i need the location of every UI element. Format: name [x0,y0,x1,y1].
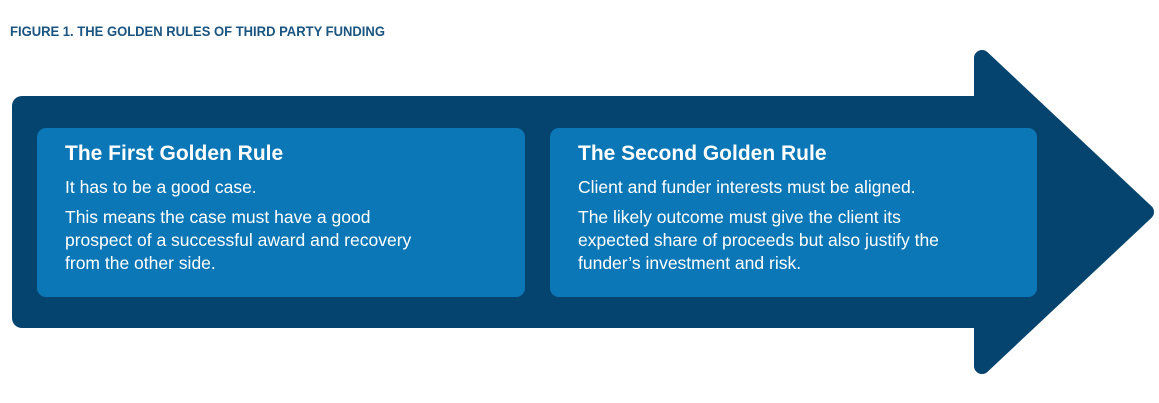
first-rule-heading: The First Golden Rule [65,142,284,165]
rule-text-line: Client and funder interests must be alig… [578,177,916,197]
second-rule-paragraph-2: The likely outcome must give the client … [578,206,1009,275]
second-rule-paragraph-1: Client and funder interests must be alig… [578,176,1009,199]
rule-text-line: The likely outcome must give the client … [578,207,901,227]
first-golden-rule-box: The First Golden Rule It has to be a goo… [37,128,525,297]
first-rule-paragraph-1: It has to be a good case. [65,176,497,199]
rule-text-line: from the other side. [65,253,216,273]
second-golden-rule-box: The Second Golden Rule Client and funder… [550,128,1037,297]
rule-text-line: funder’s investment and risk. [578,253,802,273]
rule-text-line: This means the case must have a good [65,207,371,227]
rule-text-line: It has to be a good case. [65,177,257,197]
rule-text-line: expected share of proceeds but also just… [578,230,939,250]
figure-title: FIGURE 1. THE GOLDEN RULES OF THIRD PART… [10,23,385,39]
first-rule-paragraph-2: This means the case must have a good pro… [65,206,497,275]
second-rule-heading: The Second Golden Rule [578,142,827,165]
rule-text-line: prospect of a successful award and recov… [65,230,412,250]
